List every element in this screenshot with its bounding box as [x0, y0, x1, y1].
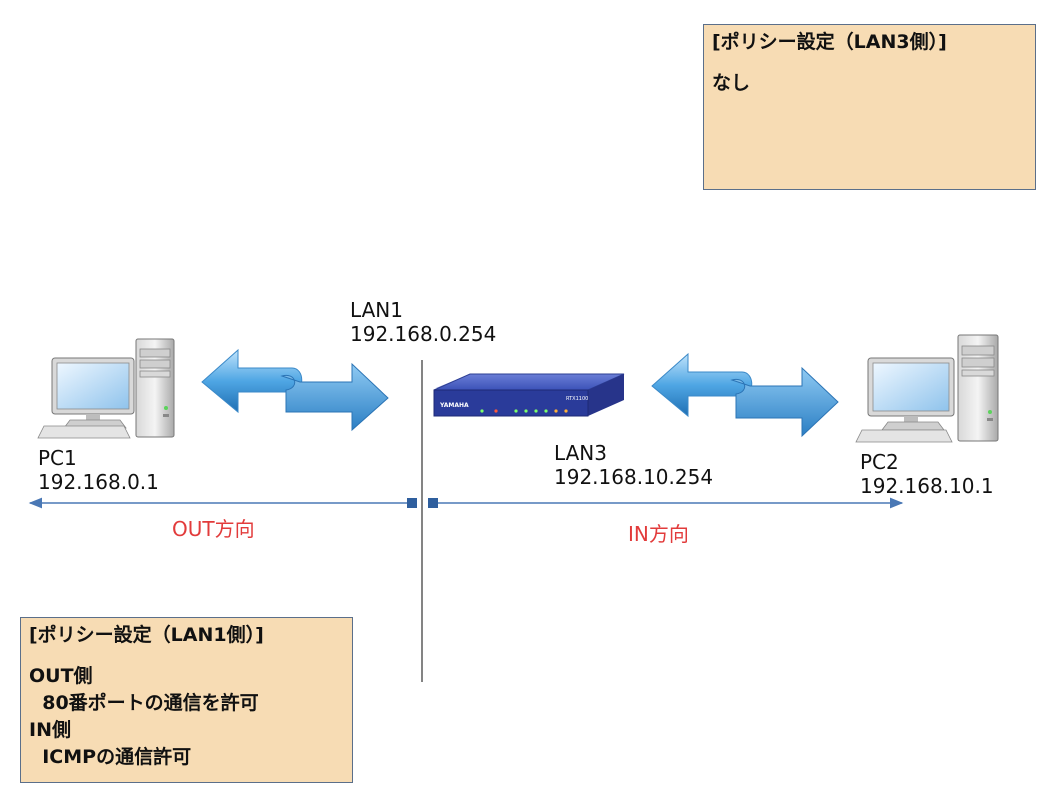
lan1-name: LAN1 [350, 298, 403, 322]
right-bidirectional-arrow-icon [651, 352, 839, 438]
policy-lan1-in-rule: ICMPの通信許可 [29, 746, 192, 768]
pc1-name: PC1 [38, 446, 77, 470]
pc2-label: PC2 192.168.10.1 [860, 450, 994, 498]
policy-lan1-title: [ポリシー設定（LAN1側）] [29, 624, 264, 646]
out-direction-label: OUT方向 [172, 517, 255, 541]
pc1-label: PC1 192.168.0.1 [38, 446, 159, 494]
policy-note-lan3: [ポリシー設定（LAN3側）] なし [703, 24, 1036, 190]
policy-note-lan1: [ポリシー設定（LAN1側）] OUT側 80番ポートの通信を許可 IN側 ICMP… [20, 617, 353, 783]
router-brand-label: YAMAHA [439, 402, 469, 409]
policy-lan3-title: [ポリシー設定（LAN3側）] [712, 31, 947, 53]
lan3-name: LAN3 [554, 441, 607, 465]
lan1-ip: 192.168.0.254 [350, 322, 497, 346]
lan3-label: LAN3 192.168.10.254 [554, 441, 713, 489]
pc1-computer-icon [37, 338, 175, 439]
pc1-ip: 192.168.0.1 [38, 470, 159, 494]
pc2-name: PC2 [860, 450, 899, 474]
lan3-ip: 192.168.10.254 [554, 465, 714, 489]
pc2-computer-icon [855, 334, 999, 443]
router-model-label: RTX1100 [566, 396, 588, 402]
lan1-label: LAN1 192.168.0.254 [350, 298, 496, 346]
pc2-ip: 192.168.10.1 [860, 474, 994, 498]
left-bidirectional-arrow-icon [201, 348, 389, 432]
policy-lan1-out-rule: 80番ポートの通信を許可 [29, 692, 259, 714]
policy-lan1-out-heading: OUT側 [29, 665, 93, 687]
in-port-marker [428, 498, 438, 508]
policy-lan1-in-heading: IN側 [29, 719, 71, 741]
out-port-marker [407, 498, 417, 508]
router-icon: YAMAHA RTX1100 [433, 373, 625, 417]
policy-lan3-body: なし [712, 72, 751, 94]
in-direction-label: IN方向 [628, 522, 689, 546]
